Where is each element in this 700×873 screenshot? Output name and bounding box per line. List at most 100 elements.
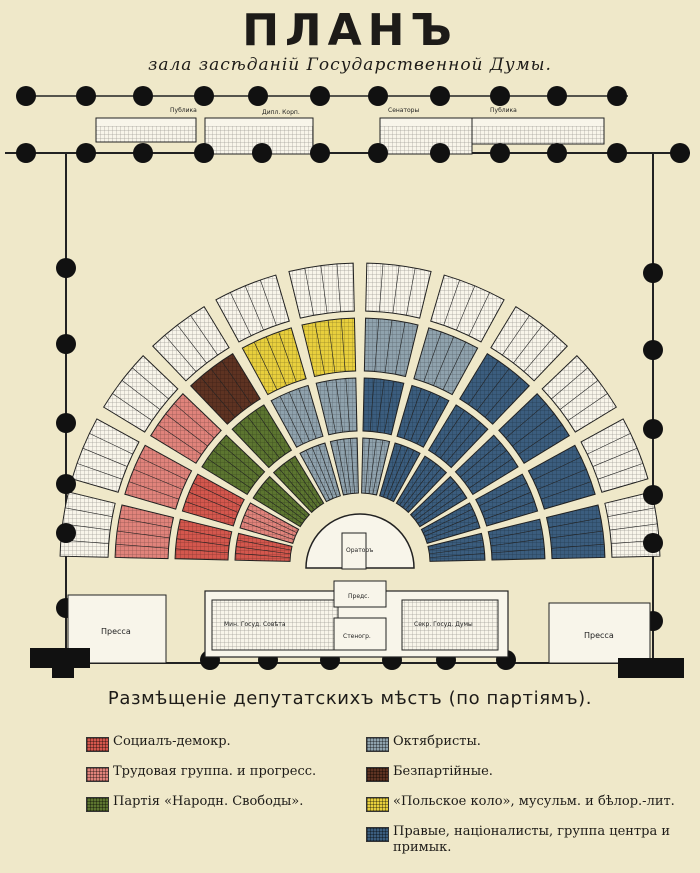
- seat-divider: [298, 388, 317, 439]
- column: [310, 86, 330, 106]
- seat-divider: [304, 268, 314, 316]
- seat-divider: [283, 463, 318, 508]
- seat-divider: [164, 335, 197, 372]
- gallery-boxes: [95, 117, 605, 155]
- legend-label: Безпартійные.: [393, 764, 493, 779]
- seat-divider: [115, 543, 169, 549]
- seat-divider: [177, 324, 207, 364]
- legend-item-kadets: Партія «Народн. Свободы».: [86, 794, 376, 824]
- seat-divider: [119, 517, 172, 528]
- press-right-label: Пресса: [584, 631, 614, 640]
- seat-block-grid: [498, 393, 570, 464]
- legend-swatch: [366, 827, 389, 842]
- legend-heading: Размѣщеніе депутатскихъ мѣстъ (по партія…: [107, 688, 593, 709]
- seat-divider: [402, 463, 437, 508]
- seat-divider: [117, 530, 170, 539]
- seat-divider: [372, 440, 384, 495]
- press-left-label: Пресса: [101, 627, 131, 636]
- seat-divider: [587, 433, 631, 455]
- seat-block-grid: [428, 404, 488, 468]
- seat-divider: [193, 482, 242, 507]
- legend-right-column: Октябристы. Безпартійные. «Польское коло…: [366, 734, 696, 864]
- seat-block-grid: [410, 476, 467, 527]
- seat-divider: [219, 442, 260, 478]
- seat-divider: [416, 396, 441, 445]
- column: [490, 86, 510, 106]
- seat-divider: [551, 367, 588, 400]
- seat-divider: [384, 320, 393, 373]
- seat-divider: [607, 507, 655, 517]
- legend-label: Октябристы.: [393, 734, 481, 749]
- rostrum: [341, 532, 367, 570]
- seat-divider: [336, 263, 341, 312]
- seat-divider: [365, 438, 370, 494]
- seat-divider: [244, 285, 264, 331]
- seat-divider: [456, 285, 476, 331]
- seat-divider: [548, 517, 601, 528]
- seat-divider: [468, 458, 513, 489]
- seat-divider: [440, 416, 473, 459]
- seat-block-grid: [430, 275, 505, 342]
- seat-divider: [415, 486, 460, 521]
- legend-item-polish-kolo: «Польское коло», мусульм. и бѣлор.-лит.: [366, 794, 696, 824]
- seat-divider: [412, 481, 456, 518]
- seat-divider: [403, 388, 422, 439]
- seat-divider: [392, 265, 400, 314]
- seat-divider: [176, 538, 230, 547]
- seat-divider: [278, 467, 315, 511]
- legend-item-rights: Правые, націоналисты, группа центра и пр…: [366, 824, 696, 864]
- seat-divider: [551, 543, 605, 549]
- seat-divider: [464, 450, 507, 483]
- column: [643, 263, 663, 283]
- seat-divider: [207, 458, 252, 489]
- seat-divider: [597, 463, 644, 480]
- seat-block-grid: [490, 306, 568, 381]
- legend-label: «Польское коло», мусульм. и бѣлор.-лит.: [393, 794, 675, 809]
- seat-block-grid: [190, 353, 261, 425]
- legend-left-column: Социалъ-демокр. Трудовая группа. и прогр…: [86, 734, 376, 824]
- seat-block-grid: [455, 435, 519, 495]
- seat-block-grid: [396, 456, 447, 513]
- seat-divider: [327, 320, 336, 373]
- seat-divider: [405, 467, 442, 511]
- seat-divider: [260, 279, 277, 326]
- seat-divider: [265, 336, 287, 386]
- seat-divider: [442, 341, 467, 390]
- seat-divider: [592, 447, 638, 467]
- seat-divider: [423, 331, 442, 383]
- seat-divider: [213, 450, 256, 483]
- seat-divider: [513, 324, 543, 364]
- seat-divider: [523, 335, 556, 372]
- seat-divider: [112, 393, 153, 421]
- seat-block-grid: [271, 385, 323, 448]
- column: [133, 86, 153, 106]
- seat-block-grid: [542, 355, 617, 433]
- seat-divider: [256, 492, 303, 524]
- seat-divider: [425, 521, 479, 541]
- column: [194, 143, 214, 163]
- column: [643, 485, 663, 505]
- legend-label: Партія «Народн. Свободы».: [113, 794, 304, 809]
- seat-divider: [428, 539, 483, 551]
- column: [643, 340, 663, 360]
- plan-title: ПЛАНЪ: [242, 5, 458, 56]
- public-right-label: Публика: [490, 107, 517, 114]
- seat-divider: [157, 424, 202, 455]
- legend-item-non-party: Безпартійные.: [366, 764, 696, 794]
- secretaries-bench: [401, 599, 499, 651]
- gallery-seats: [96, 126, 196, 142]
- seat-block-grid: [475, 474, 538, 526]
- column: [252, 143, 272, 163]
- seat-block-grid: [215, 275, 290, 342]
- seat-divider: [190, 315, 218, 356]
- legend-item-octobrists: Октябристы.: [366, 734, 696, 764]
- legend-label: Трудовая группа. и прогресс.: [113, 764, 317, 779]
- column: [16, 86, 36, 106]
- column: [368, 86, 388, 106]
- seat-divider: [609, 523, 658, 531]
- column: [547, 86, 567, 106]
- legend-item-trudoviks: Трудовая группа. и прогресс.: [86, 764, 376, 794]
- presidium: Ораторъ Предс. Стеногр. Мин. Госуд. Совѣ…: [204, 513, 509, 658]
- legend-swatch: [366, 767, 389, 782]
- seat-divider: [230, 292, 252, 336]
